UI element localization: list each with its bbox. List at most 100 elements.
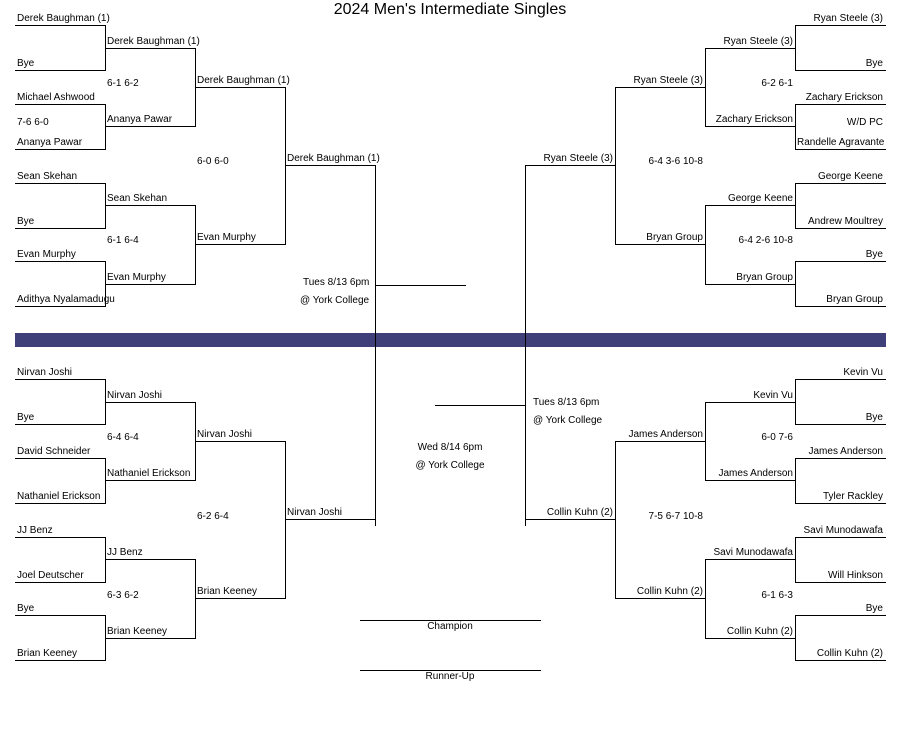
r1-player: Derek Baughman (1) xyxy=(17,13,110,24)
r1-player: Brian Keeney xyxy=(17,648,78,659)
bracket-connector xyxy=(105,104,106,150)
bracket-connector xyxy=(195,205,196,285)
r2-player: Savi Munodawafa xyxy=(713,547,794,558)
bracket-connector xyxy=(705,559,706,639)
r1-player: Adithya Nyalamadugu xyxy=(17,294,115,305)
r2-slot-line xyxy=(705,402,796,403)
r2-slot-line xyxy=(705,284,796,285)
r2-player: Bryan Group xyxy=(736,272,793,283)
r1-slot-line xyxy=(15,615,106,616)
match-score: 6-4 3-6 10-8 xyxy=(648,156,703,167)
bracket-connector xyxy=(525,165,526,526)
r2-slot-line xyxy=(105,638,196,639)
r1-player: Will Hinkson xyxy=(827,570,883,581)
r1-player: Tyler Rackley xyxy=(822,491,883,502)
match-score: 6-2 6-1 xyxy=(761,78,793,89)
r3-slot-line xyxy=(615,598,706,599)
r4-slot-line xyxy=(285,519,376,520)
match-score: W/D PC xyxy=(846,117,883,128)
r2-slot-line xyxy=(105,480,196,481)
r3-player: Derek Baughman (1) xyxy=(197,75,290,86)
r1-player: Nirvan Joshi xyxy=(17,367,73,378)
r3-slot-line xyxy=(195,441,286,442)
r1-slot-line xyxy=(795,228,886,229)
r2-slot-line xyxy=(105,402,196,403)
r1-slot-line xyxy=(15,660,106,661)
r1-slot-line xyxy=(15,306,106,307)
r2-slot-line xyxy=(705,205,796,206)
r1-player: Andrew Moultrey xyxy=(807,216,883,227)
r2-slot-line xyxy=(105,284,196,285)
r4-player: Derek Baughman (1) xyxy=(287,153,380,164)
r1-player: JJ Benz xyxy=(17,525,53,536)
r1-player: George Keene xyxy=(817,171,883,182)
bracket-connector xyxy=(105,458,106,504)
match-score: 6-1 6-2 xyxy=(107,78,139,89)
r2-slot-line xyxy=(705,48,796,49)
r1-player: Bryan Group xyxy=(826,294,883,305)
r3-slot-line xyxy=(615,87,706,88)
r1-player: Randelle Agravante xyxy=(797,137,885,148)
r1-player: Bye xyxy=(865,603,883,614)
r1-player: Joel Deutscher xyxy=(17,570,84,581)
runner-up-label: Runner-Up xyxy=(425,671,475,682)
r1-slot-line xyxy=(795,503,886,504)
final-slot-line xyxy=(435,405,526,406)
r1-player: Bye xyxy=(865,249,883,260)
r4-player: Ryan Steele (3) xyxy=(543,153,613,164)
r2-slot-line xyxy=(705,126,796,127)
r2-player: Brian Keeney xyxy=(107,626,168,637)
champion-label: Champion xyxy=(427,621,473,632)
bracket-connector xyxy=(795,458,796,504)
r1-slot-line xyxy=(15,537,106,538)
r1-slot-line xyxy=(795,537,886,538)
match-score: 6-2 6-4 xyxy=(197,511,229,522)
r1-player: Bye xyxy=(865,58,883,69)
bracket-connector xyxy=(615,87,616,245)
runner-up-line xyxy=(360,670,541,671)
r1-player: Bye xyxy=(17,216,35,227)
r1-slot-line xyxy=(795,615,886,616)
match-score: 6-0 7-6 xyxy=(761,432,793,443)
match-score: 6-1 6-4 xyxy=(107,235,139,246)
semifinal-time: Tues 8/13 6pm xyxy=(303,277,370,288)
r3-player: James Anderson xyxy=(628,429,704,440)
r1-slot-line xyxy=(15,379,106,380)
bracket-connector xyxy=(375,165,376,526)
r1-player: Savi Munodawafa xyxy=(803,525,884,536)
r3-slot-line xyxy=(615,441,706,442)
bracket-connector xyxy=(105,537,106,583)
r2-player: Nirvan Joshi xyxy=(107,390,163,401)
r2-player: Ananya Pawar xyxy=(107,114,173,125)
r1-slot-line xyxy=(15,424,106,425)
r2-player: James Anderson xyxy=(718,468,794,479)
bracket-divider xyxy=(15,333,886,347)
r2-player: Collin Kuhn (2) xyxy=(726,626,793,637)
r4-slot-line xyxy=(525,519,616,520)
r1-player: Sean Skehan xyxy=(17,171,78,182)
r2-player: Derek Baughman (1) xyxy=(107,36,200,47)
r1-slot-line xyxy=(795,424,886,425)
r4-player: Collin Kuhn (2) xyxy=(546,507,613,518)
final-location: @ York College xyxy=(415,460,485,471)
r1-player: Collin Kuhn (2) xyxy=(816,648,883,659)
semifinal-location: @ York College xyxy=(300,295,370,306)
match-score: 7-5 6-7 10-8 xyxy=(648,511,703,522)
r3-player: Evan Murphy xyxy=(197,232,256,243)
r1-player: Ryan Steele (3) xyxy=(813,13,883,24)
bracket-connector xyxy=(285,441,286,599)
r1-slot-line xyxy=(795,379,886,380)
r1-slot-line xyxy=(795,660,886,661)
r1-slot-line xyxy=(15,183,106,184)
r1-player: Bye xyxy=(17,58,35,69)
semifinal-location: @ York College xyxy=(533,415,603,426)
r1-slot-line xyxy=(795,306,886,307)
bracket-connector xyxy=(795,104,796,150)
match-score: 6-3 6-2 xyxy=(107,590,139,601)
match-score: 7-6 6-0 xyxy=(17,117,49,128)
r2-slot-line xyxy=(705,480,796,481)
bracket-title: 2024 Men's Intermediate Singles xyxy=(333,1,567,18)
r1-player: Zachary Erickson xyxy=(805,92,883,103)
r1-slot-line xyxy=(795,25,886,26)
r3-player: Bryan Group xyxy=(646,232,703,243)
